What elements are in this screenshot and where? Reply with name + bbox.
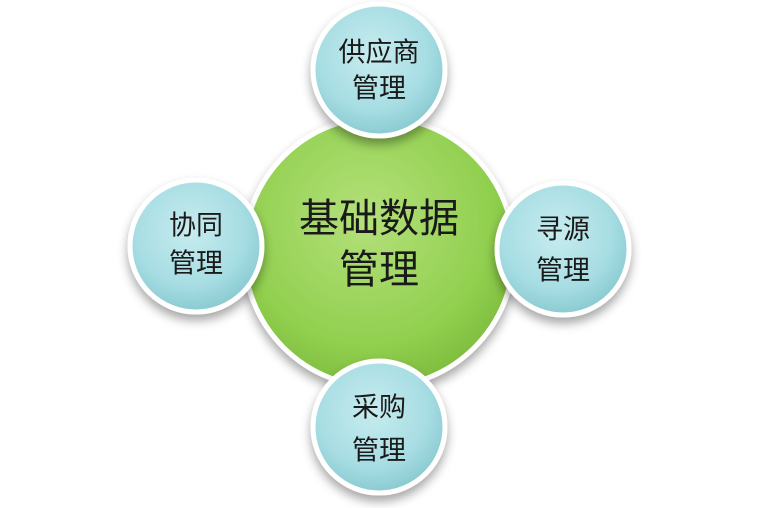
node-sourcing-management: 寻源 管理: [494, 180, 632, 318]
center-label-line1: 基础数据: [299, 196, 459, 242]
collaboration-label-line1: 协同: [169, 211, 223, 242]
supplier-label-line1: 供应商: [339, 38, 420, 69]
procurement-label-line2: 管理: [352, 436, 406, 467]
sourcing-label-line1: 寻源: [536, 215, 590, 246]
node-supplier-management: 供应商 管理: [310, 1, 448, 139]
sourcing-label-line2: 管理: [536, 256, 590, 287]
center-node: 基础数据 管理: [241, 114, 517, 390]
collaboration-circle: [127, 177, 265, 315]
node-procurement-management: 采购 管理: [310, 358, 448, 496]
supplier-label-line2: 管理: [352, 74, 406, 105]
procurement-label-line1: 采购: [352, 393, 406, 424]
sourcing-circle: [494, 180, 632, 318]
procurement-circle: [310, 358, 448, 496]
center-label-line2: 管理: [339, 247, 419, 293]
supplier-circle: [310, 1, 448, 139]
node-collaboration-management: 协同 管理: [127, 177, 265, 315]
collaboration-label-line2: 管理: [169, 249, 223, 280]
